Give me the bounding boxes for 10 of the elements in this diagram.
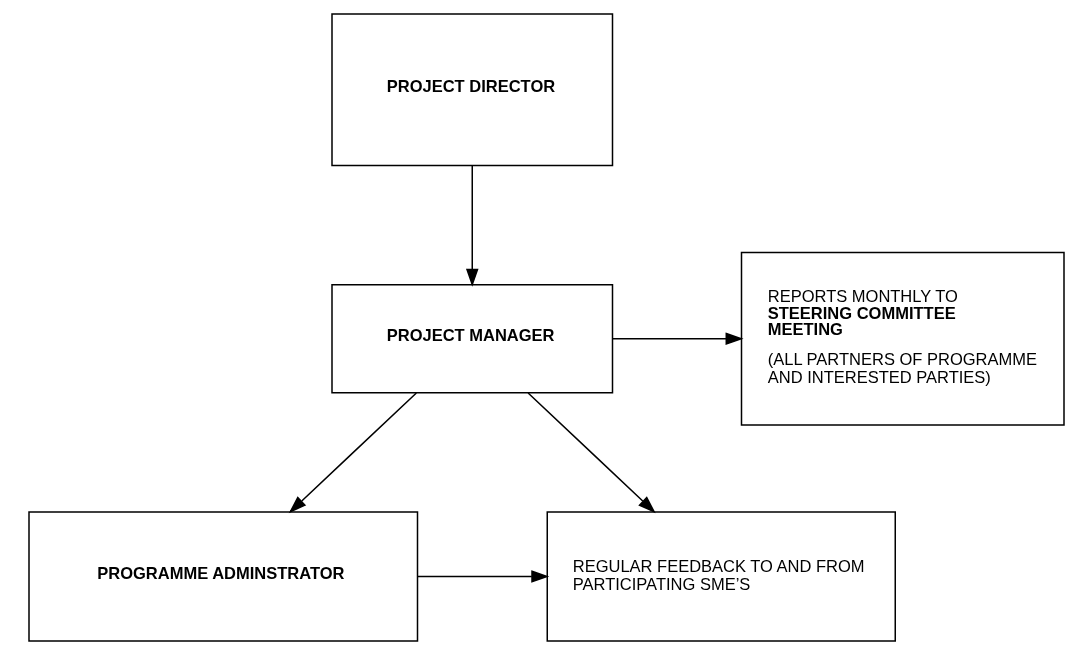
node-box: REGULAR FEEDBACK TO AND FROM PARTICIPATING SME’S [546,511,896,642]
arrow [611,332,744,346]
arrow [526,392,656,514]
arrow [416,570,549,583]
node-box: PROGRAMME ADMINSTRATOR [27,511,418,642]
node-box: PROJECT MANAGER [330,284,613,394]
arrow [288,392,417,514]
node-box: REPORTS MONTHLY TO STEERING COMMITTEE MEETING (ALL PARTNERS OF PROGRAMME AND INTERESTED PARTIES) [740,251,1065,426]
node-box: PROJECT DIRECTOR [330,13,613,167]
arrow [465,164,479,287]
